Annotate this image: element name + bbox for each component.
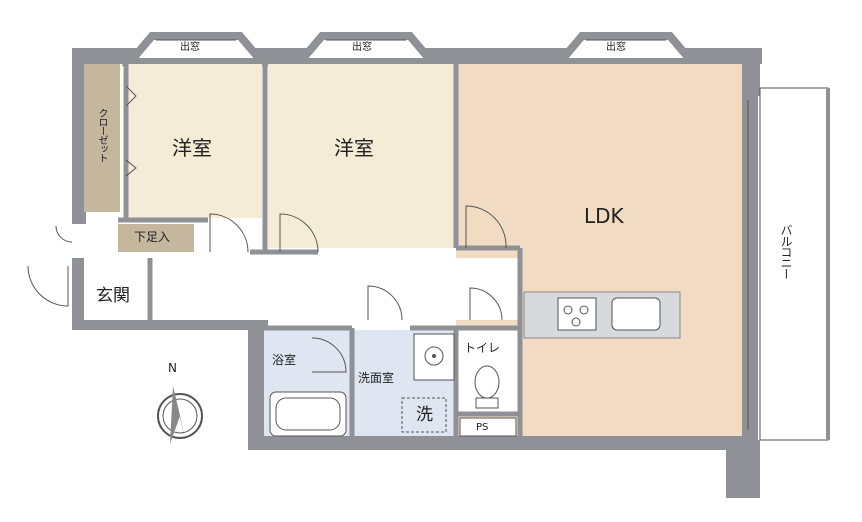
- room-label-shoe-storage: 下足入: [134, 230, 171, 244]
- toilet-icon: [474, 365, 500, 409]
- interior-walls: [118, 64, 523, 436]
- kitchen-counter: [523, 291, 681, 339]
- room-label-entrance: 玄関: [96, 286, 130, 306]
- bedroom-right-floor: [268, 64, 454, 248]
- washer-pan: [401, 397, 447, 433]
- door-swings: [27, 205, 507, 373]
- compass-north-label: N: [168, 361, 177, 375]
- balcony: [747, 87, 830, 441]
- room-label-balcony: バルコニー: [779, 224, 793, 279]
- sink-icon: [611, 297, 661, 331]
- room-label-washroom: 洗面室: [358, 371, 395, 385]
- bay-window-label: 出窓: [180, 42, 200, 53]
- room-label-bedroom-left: 洋室: [172, 136, 212, 160]
- washbasin-icon: [413, 333, 455, 381]
- bay-windows: [121, 32, 701, 66]
- stove-icon: [557, 297, 597, 331]
- corridor-floor: [84, 258, 520, 320]
- room-label-ldk: LDK: [584, 204, 624, 228]
- pipe-space-box: [459, 417, 517, 437]
- shoe-storage-floor: [118, 224, 194, 252]
- floors: [84, 64, 742, 436]
- closet-doors: [125, 85, 137, 177]
- closet-floor: [84, 64, 120, 212]
- room-label-closet: クローゼット: [96, 108, 107, 162]
- bedroom-left-floor: [128, 64, 262, 218]
- compass-icon: [157, 386, 203, 444]
- bathtub-icon: [269, 391, 347, 437]
- room-label-bedroom-right: 洋室: [334, 136, 374, 160]
- bay-window-label: 出窓: [606, 42, 626, 53]
- room-label-toilet: トイレ: [464, 341, 501, 355]
- room-label-bathroom: 浴室: [272, 353, 297, 367]
- bay-window-label: 出窓: [352, 42, 372, 53]
- room-label-washer: 洗: [416, 405, 433, 425]
- room-label-pipe-space: PS: [476, 422, 489, 433]
